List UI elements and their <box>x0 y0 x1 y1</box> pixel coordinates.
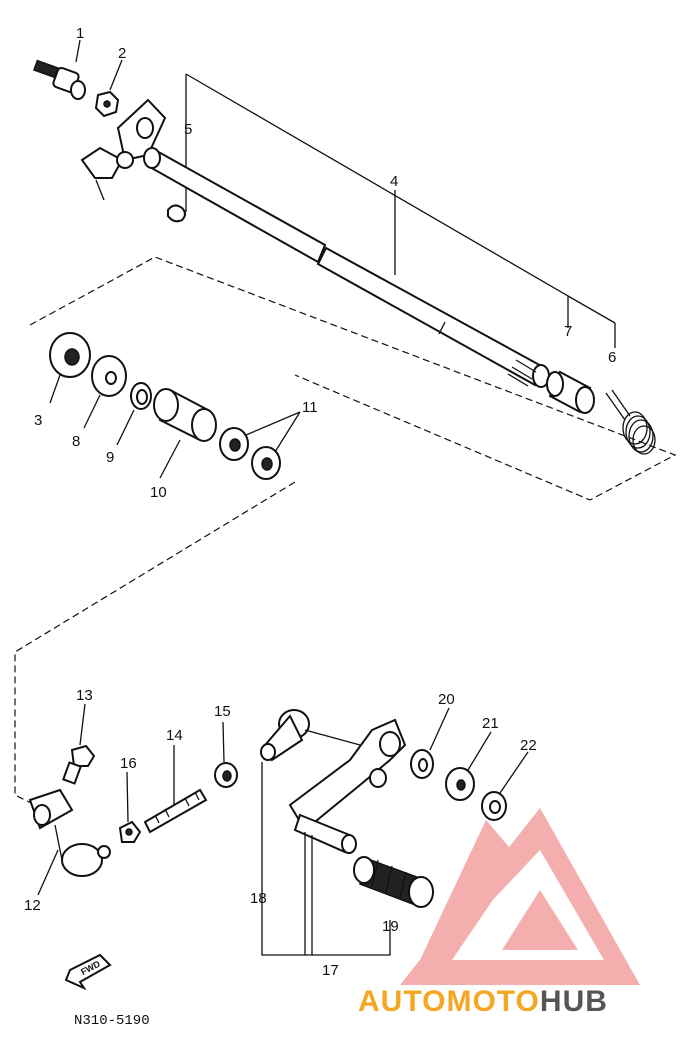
rod-end-part-12 <box>28 788 111 877</box>
label-part-19: 19 <box>382 918 399 935</box>
washer-part-21 <box>445 767 475 801</box>
label-part-21: 21 <box>482 715 499 732</box>
part-labels: 1 2 3 4 5 6 7 8 9 10 11 12 13 14 15 16 1… <box>24 25 616 979</box>
svg-text:AUTOMOTOHUB: AUTOMOTOHUB <box>358 985 608 1018</box>
label-part-8: 8 <box>72 433 80 450</box>
collar-part-7 <box>546 370 595 414</box>
forward-arrow-icon: FWD <box>64 953 112 991</box>
tie-rod-part-14 <box>143 788 208 834</box>
shift-arm <box>80 98 167 201</box>
spring-part-6 <box>605 389 656 455</box>
label-part-20: 20 <box>438 691 455 708</box>
clip-part-5 <box>167 204 186 223</box>
bolt-part-13 <box>62 744 96 785</box>
label-part-10: 10 <box>150 484 167 501</box>
bushing-part-10 <box>153 388 217 442</box>
label-part-1: 1 <box>76 25 84 42</box>
nut-part-2 <box>94 90 120 118</box>
upper-group-outline <box>29 256 677 501</box>
label-part-22: 22 <box>520 737 537 754</box>
label-part-6: 6 <box>608 349 616 366</box>
washer-part-8 <box>91 355 127 397</box>
watermark-auto: AUTO <box>358 985 446 1018</box>
label-part-16: 16 <box>120 755 137 772</box>
group-connector-line <box>14 481 296 811</box>
label-part-7: 7 <box>564 323 572 340</box>
label-part-5: 5 <box>184 121 192 138</box>
label-part-9: 9 <box>106 449 114 466</box>
bolt-part-1 <box>32 59 86 100</box>
shift-shaft-part-4 <box>143 147 550 388</box>
nut-part-15 <box>214 762 238 788</box>
figure-code: N310-5190 <box>74 1013 150 1029</box>
label-part-18: 18 <box>250 890 267 907</box>
circlip-part-9 <box>130 382 152 410</box>
label-part-11: 11 <box>302 399 318 416</box>
watermark-text: AUTOMOTOHUB <box>358 985 608 1018</box>
footrest-rubber-part-19 <box>353 856 434 908</box>
label-part-12: 12 <box>24 897 41 914</box>
bearing-part-11 <box>219 427 281 480</box>
watermark-hub: HUB <box>540 985 608 1018</box>
shift-pedal <box>260 709 407 854</box>
oil-seal-part-3 <box>49 332 91 378</box>
watermark-logo <box>400 808 640 985</box>
watermark-moto: MOTO <box>446 985 539 1018</box>
label-part-17: 17 <box>322 962 339 979</box>
label-part-4: 4 <box>390 173 398 190</box>
circlip-part-22 <box>481 791 507 821</box>
nut-part-16 <box>118 820 142 843</box>
label-part-15: 15 <box>214 703 231 720</box>
washer-part-20 <box>410 749 434 779</box>
label-part-14: 14 <box>166 727 183 744</box>
label-part-3: 3 <box>34 412 42 429</box>
label-part-2: 2 <box>118 45 126 62</box>
label-part-13: 13 <box>76 687 93 704</box>
